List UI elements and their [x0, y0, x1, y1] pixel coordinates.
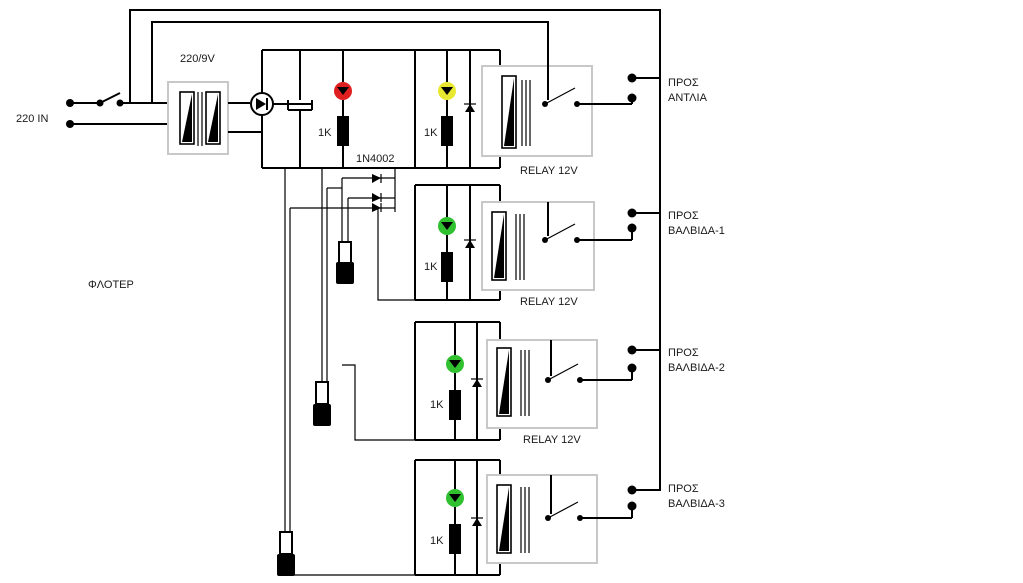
- output-label-valve3-line2: ΒΑΛΒΙΔΑ-3: [668, 498, 725, 510]
- relay-stage-pump: 1K RELAY 12V: [414, 22, 632, 177]
- power-led-branch: 1K 1N4002: [318, 50, 395, 168]
- output-label-valve2-line1: ΠΡΟΣ: [668, 347, 699, 359]
- float-switch-1: [336, 241, 354, 284]
- diode-label: 1N4002: [356, 153, 395, 165]
- float-label: ΦΛΟΤΕΡ: [88, 279, 134, 291]
- relay-stage-valve-1: 1K RELAY 12V: [414, 184, 632, 308]
- output-label-valve3-line1: ΠΡΟΣ: [668, 483, 699, 495]
- float-switch-2: [313, 381, 331, 426]
- transformer-label: 220/9V: [180, 53, 216, 65]
- relay-label: RELAY 12V: [523, 434, 581, 446]
- resistor-label: 1K: [424, 261, 438, 273]
- relay-label: RELAY 12V: [520, 165, 578, 177]
- relay-label: RELAY 12V: [520, 296, 578, 308]
- output-label-valve1-line2: ΒΑΛΒΙΔΑ-1: [668, 225, 725, 237]
- float-switch-3: [277, 531, 295, 576]
- input-label: 220 IN: [16, 113, 48, 125]
- float-wiring: ΦΛΟΤΕΡ: [88, 168, 415, 576]
- relay-stage-valve-3: 1K: [414, 459, 632, 576]
- output-label-valve1-line1: ΠΡΟΣ: [668, 210, 699, 222]
- mains-input: 220 IN: [16, 92, 170, 128]
- resistor-label: 1K: [430, 535, 444, 547]
- output-label-valve2-line2: ΒΑΛΒΙΔΑ-2: [668, 362, 725, 374]
- transformer: 220/9V: [167, 53, 263, 155]
- output-label-pump-line1: ΠΡΟΣ: [668, 77, 699, 89]
- resistor-label: 1K: [424, 127, 438, 139]
- resistor-label: 1K: [318, 127, 332, 139]
- output-terminals: ΠΡΟΣ ΑΝΤΛΙΑ ΠΡΟΣ ΒΑΛΒΙΔΑ-1 ΠΡΟΣ ΒΑΛΒΙΔΑ-…: [627, 73, 725, 518]
- output-label-pump-line2: ΑΝΤΛΙΑ: [668, 92, 708, 104]
- relay-stage-valve-2: 1K RELAY 12V: [414, 321, 632, 446]
- resistor-label: 1K: [430, 399, 444, 411]
- rectifier-block: [250, 49, 500, 169]
